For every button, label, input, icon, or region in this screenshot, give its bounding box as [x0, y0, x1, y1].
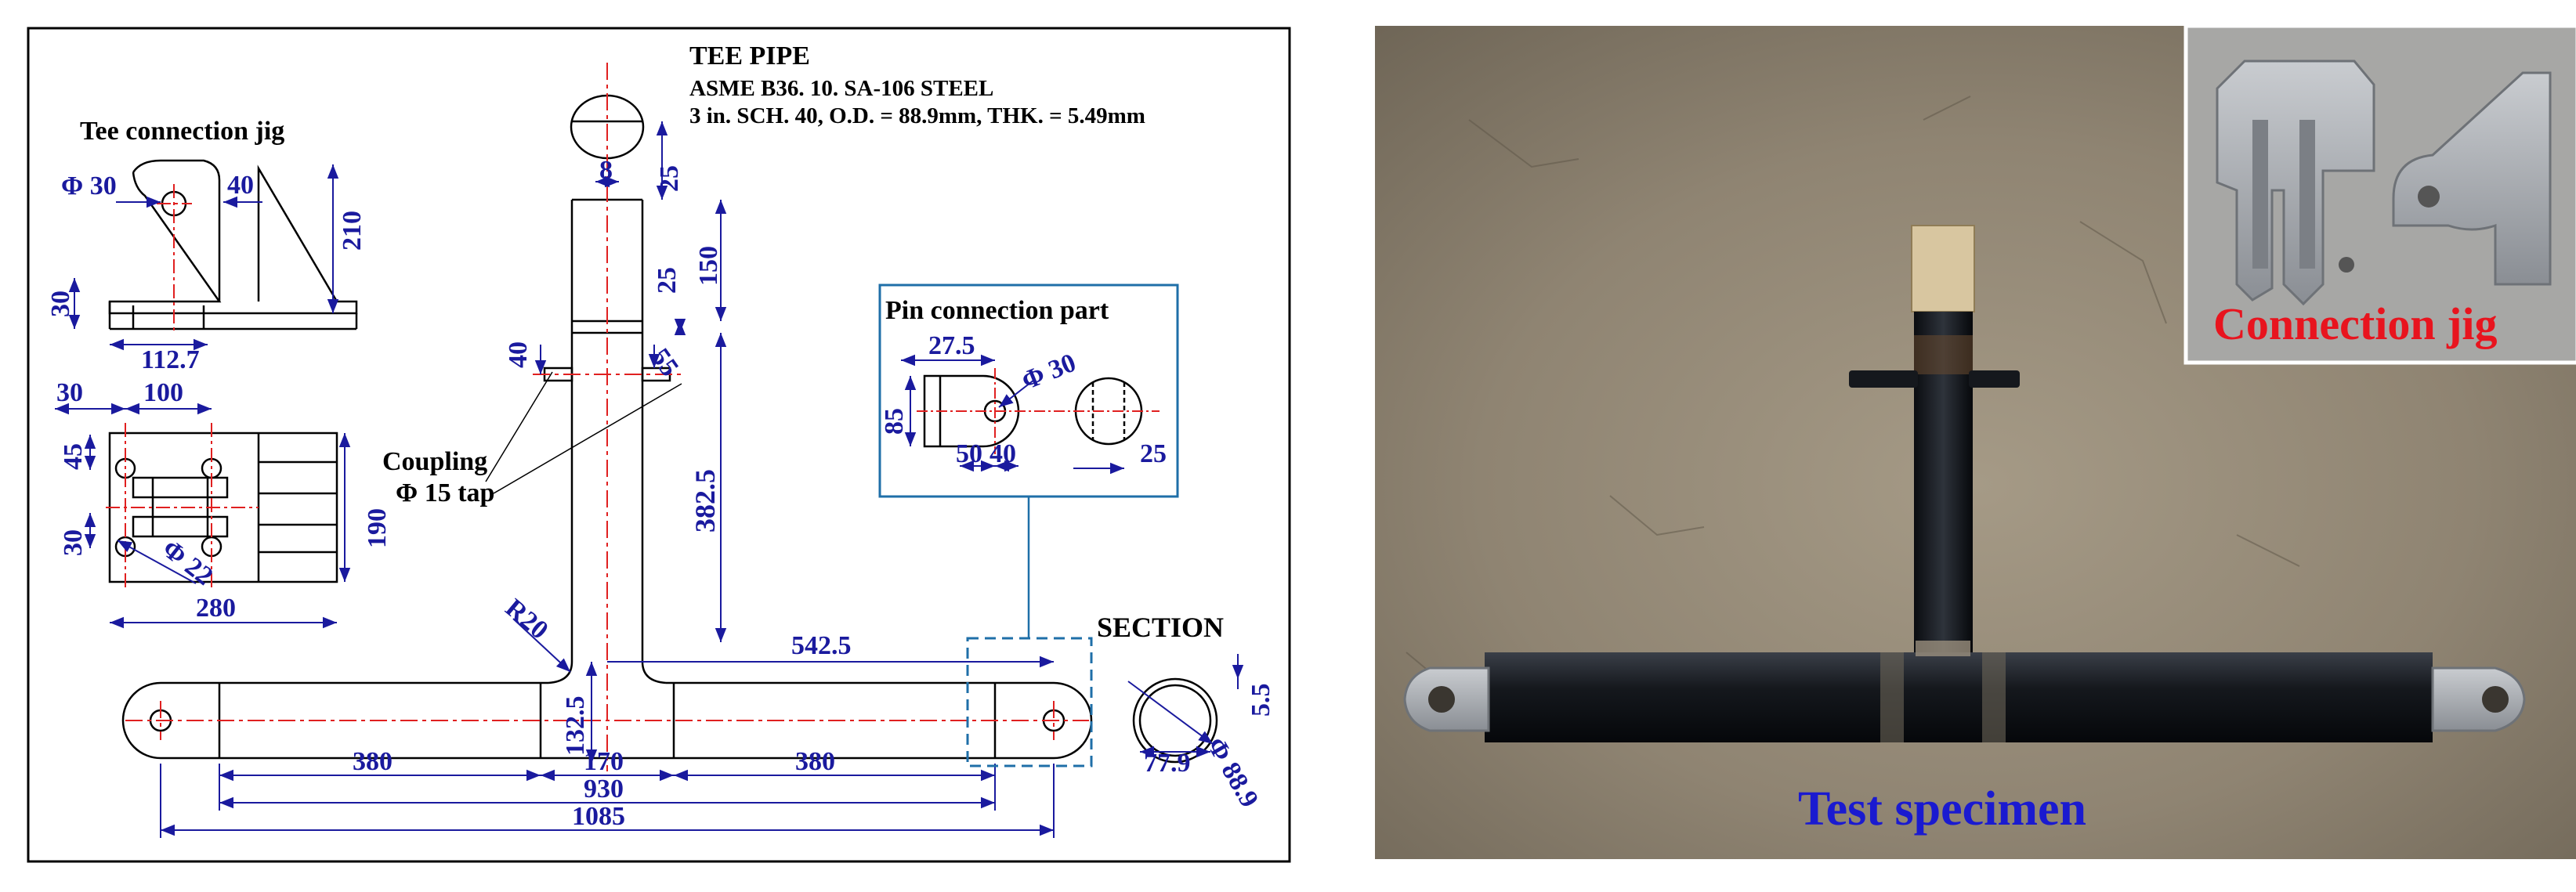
- jig-title: Tee connection jig: [80, 117, 284, 146]
- tee-centerlines: [125, 63, 1089, 771]
- section-dims: [1127, 654, 1244, 758]
- coupling-label-line1: Coupling: [382, 447, 487, 476]
- dim-40b: 40: [504, 341, 533, 368]
- jig-side-dims: [68, 164, 339, 351]
- dim-150: 150: [694, 246, 723, 286]
- dim-r20: R20: [500, 594, 554, 645]
- jig-inset-parts: [2216, 60, 2552, 306]
- pin-dim-27-5: 27.5: [928, 331, 975, 360]
- tee-dims: [160, 121, 1055, 838]
- drawing-spec-line1: ASME B36. 10. SA-106 STEEL: [689, 76, 993, 101]
- dim-30b: 30: [56, 378, 83, 407]
- jig-top-dim-labels: 30 100 45 30 Φ 22 190 280: [56, 378, 392, 623]
- tee-specimen: [1403, 225, 2526, 742]
- dim-45: 45: [59, 443, 88, 470]
- coupling-label-line2: Φ 15 tap: [396, 479, 494, 507]
- section-label: SECTION: [1097, 612, 1224, 643]
- pin-detail-title: Pin connection part: [885, 296, 1109, 325]
- dim-132-5: 132.5: [561, 696, 590, 757]
- jig-side-dim-labels: Φ 30 40 210 30 112.7: [46, 171, 367, 374]
- sec-dim-5-5: 5.5: [1246, 684, 1275, 717]
- drawing-frame: [27, 27, 1291, 863]
- pin-dim-40: 40: [990, 439, 1016, 468]
- dim-30a: 30: [46, 291, 75, 317]
- engineering-drawing: TEE PIPE ASME B36. 10. SA-106 STEEL 3 in…: [27, 27, 1291, 863]
- test-specimen-label: Test specimen: [1798, 782, 2086, 836]
- dim-930: 930: [584, 775, 624, 804]
- jig-top-dims: [55, 403, 351, 629]
- section-dim-labels: 5.5 77.9 Φ 88.9: [1144, 684, 1275, 813]
- jig-top-centerlines: [106, 423, 259, 591]
- dim-phi30: Φ 30: [61, 172, 117, 200]
- pin-dim-85: 85: [880, 408, 909, 435]
- dim-380a: 380: [353, 747, 393, 776]
- pin-dim-50: 50: [956, 439, 982, 468]
- jig-side-view: [108, 159, 358, 330]
- dim-100: 100: [143, 378, 183, 407]
- dim-55: 55: [645, 343, 684, 381]
- sec-dim-phi88-9: Φ 88.9: [1201, 733, 1264, 813]
- pin-detail-centerlines: [917, 368, 1160, 454]
- pin-callout-box: [966, 637, 1093, 767]
- dim-542-5: 542.5: [791, 631, 852, 660]
- connection-jig-label: Connection jig: [2213, 298, 2498, 349]
- dim-280: 280: [196, 594, 236, 623]
- dim-170: 170: [584, 747, 624, 776]
- jig-inset-frame: [2183, 26, 2576, 365]
- jig-centerlines: [157, 184, 192, 333]
- dim-40a: 40: [227, 171, 254, 200]
- dim-1085: 1085: [572, 802, 625, 831]
- pin-dim-phi30: Φ 30: [1018, 348, 1080, 396]
- dim-25a: 25: [655, 165, 684, 192]
- dim-382-5: 382.5: [689, 469, 721, 533]
- drawing-spec-line2: 3 in. SCH. 40, O.D. = 88.9mm, THK. = 5.4…: [689, 103, 1145, 128]
- dim-8: 8: [599, 156, 613, 185]
- pin-detail-dims: [901, 354, 1124, 475]
- dim-30c: 30: [59, 529, 88, 556]
- dim-190: 190: [363, 508, 392, 548]
- drawing-svg: TEE PIPE ASME B36. 10. SA-106 STEEL 3 in…: [27, 27, 1291, 863]
- dim-380b: 380: [795, 747, 835, 776]
- dim-25b: 25: [653, 267, 682, 294]
- drawing-title: TEE PIPE: [689, 42, 810, 70]
- coupling-leaders: [485, 371, 682, 494]
- dim-210: 210: [338, 211, 367, 251]
- photo-svg: Connection jig Test specimen: [1375, 26, 2576, 859]
- specimen-photo: Connection jig Test specimen: [1375, 26, 2576, 859]
- dim-112-7: 112.7: [141, 345, 200, 374]
- pin-dim-25: 25: [1140, 439, 1167, 468]
- sec-dim-77-9: 77.9: [1144, 749, 1191, 778]
